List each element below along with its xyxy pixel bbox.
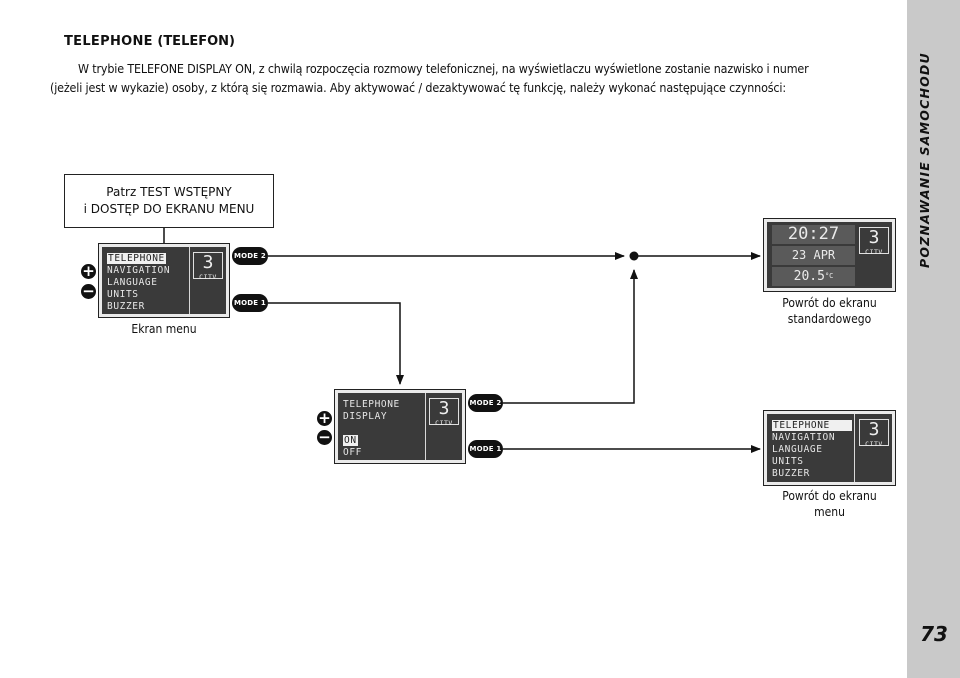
channel-number: 3 [202,252,214,273]
menu-item-buzzer[interactable]: BUZZER [107,301,145,312]
mode2-button[interactable]: MODE 2 [232,247,268,265]
channel-box: 3 CITV [193,252,223,281]
channel-number: 3 [438,398,450,419]
heading-sub: (TELEFON) [157,34,235,49]
heading-main: TELEPHONE [64,34,153,49]
channel-tag: CITV [865,248,883,256]
menu-screen-caption: Ekran menu [131,322,197,336]
intro-line-2: (jeżeli jest w wykazie) osoby, z którą s… [50,80,786,95]
tel-line-1: TELEPHONE [343,399,400,410]
channel-tag: CITV [435,419,453,427]
menu-mode1-arrow [268,302,404,385]
channel-box: 3 CITV [429,398,459,427]
menu-item-navigation[interactable]: NAVIGATION [772,432,836,443]
note-line-1: Patrz TEST WSTĘPNY [106,185,232,199]
junction-dot [629,251,639,261]
mode1-button[interactable]: MODE 1 [468,440,503,458]
return-menu-screen: TELEPHONE NAVIGATION LANGUAGE UNITS BUZZ… [763,410,896,486]
channel-tag: CITV [865,440,883,448]
menu-item-units[interactable]: UNITS [772,456,804,467]
menu-item-units[interactable]: UNITS [107,289,139,300]
channel-number: 3 [868,419,880,440]
intro-line-1: W trybie TELEFONE DISPLAY ON, z chwilą r… [78,61,809,76]
screen-divider [425,393,426,460]
plus-icon[interactable]: + [81,262,96,280]
tel-line-2: DISPLAY [343,411,388,422]
mode1-button[interactable]: MODE 1 [232,294,268,312]
menu-item-navigation[interactable]: NAVIGATION [107,265,171,276]
channel-box: 3 CITV [859,419,889,448]
standard-screen-caption: Powrót do ekranu standardowego [764,295,895,327]
menu-item-telephone[interactable]: TELEPHONE [107,253,166,264]
return-menu-caption: Powrót do ekranu menu [764,488,895,520]
channel-box: 3 CITV [859,227,889,256]
temperature-unit: °C [824,272,834,280]
standard-caption-line-2: standardowego [787,312,872,326]
telephone-menu: TELEPHONE DISPLAY ON OFF [343,399,400,459]
page-number: 73 [920,622,948,646]
time-display: 20:27 [772,225,855,244]
telephone-display-screen: TELEPHONE DISPLAY ON OFF 3 CITV [334,389,466,464]
tel-mode2-arrow [503,269,638,404]
menu-item-language[interactable]: LANGUAGE [107,277,158,288]
temperature-value: 20.5 [793,269,825,284]
channel-number: 3 [868,227,880,248]
plus-icon[interactable]: + [317,409,332,427]
menu-list: TELEPHONE NAVIGATION LANGUAGE UNITS BUZZ… [107,253,170,313]
menu-item-buzzer[interactable]: BUZZER [772,468,810,479]
menu-item-telephone[interactable]: TELEPHONE [772,420,852,431]
section-title: POZNAWANIE SAMOCHODU [917,52,932,268]
standard-screen: 20:27 23 APR 20.5°C 3 CITV [763,218,896,292]
note-line-2: i DOSTĘP DO EKRANU MENU [83,202,255,216]
menu-list: TELEPHONE NAVIGATION LANGUAGE UNITS BUZZ… [772,420,852,480]
standard-caption-line-1: Powrót do ekranu [782,296,877,310]
return-caption-line-1: Powrót do ekranu [782,489,877,503]
menu-screen: TELEPHONE NAVIGATION LANGUAGE UNITS BUZZ… [98,243,230,318]
flow-arrows [163,228,761,453]
minus-icon[interactable]: − [317,428,332,446]
return-caption-line-2: menu [814,505,845,519]
screen-divider [854,414,855,482]
screen-divider [189,247,190,314]
intro-paragraph: W trybie TELEFONE DISPLAY ON, z chwilą r… [50,59,896,97]
mode2-button[interactable]: MODE 2 [468,394,503,412]
reference-note-box: Patrz TEST WSTĘPNY i DOSTĘP DO EKRANU ME… [64,174,274,228]
option-off[interactable]: OFF [343,447,362,458]
channel-tag: CITV [199,273,217,281]
temperature-display: 20.5°C [772,267,855,286]
menu-item-language[interactable]: LANGUAGE [772,444,823,455]
minus-icon[interactable]: − [81,282,96,300]
sidebar-band [907,0,960,678]
page-heading: TELEPHONE (TELEFON) [64,34,235,49]
date-display: 23 APR [772,246,855,265]
option-on[interactable]: ON [343,435,358,446]
